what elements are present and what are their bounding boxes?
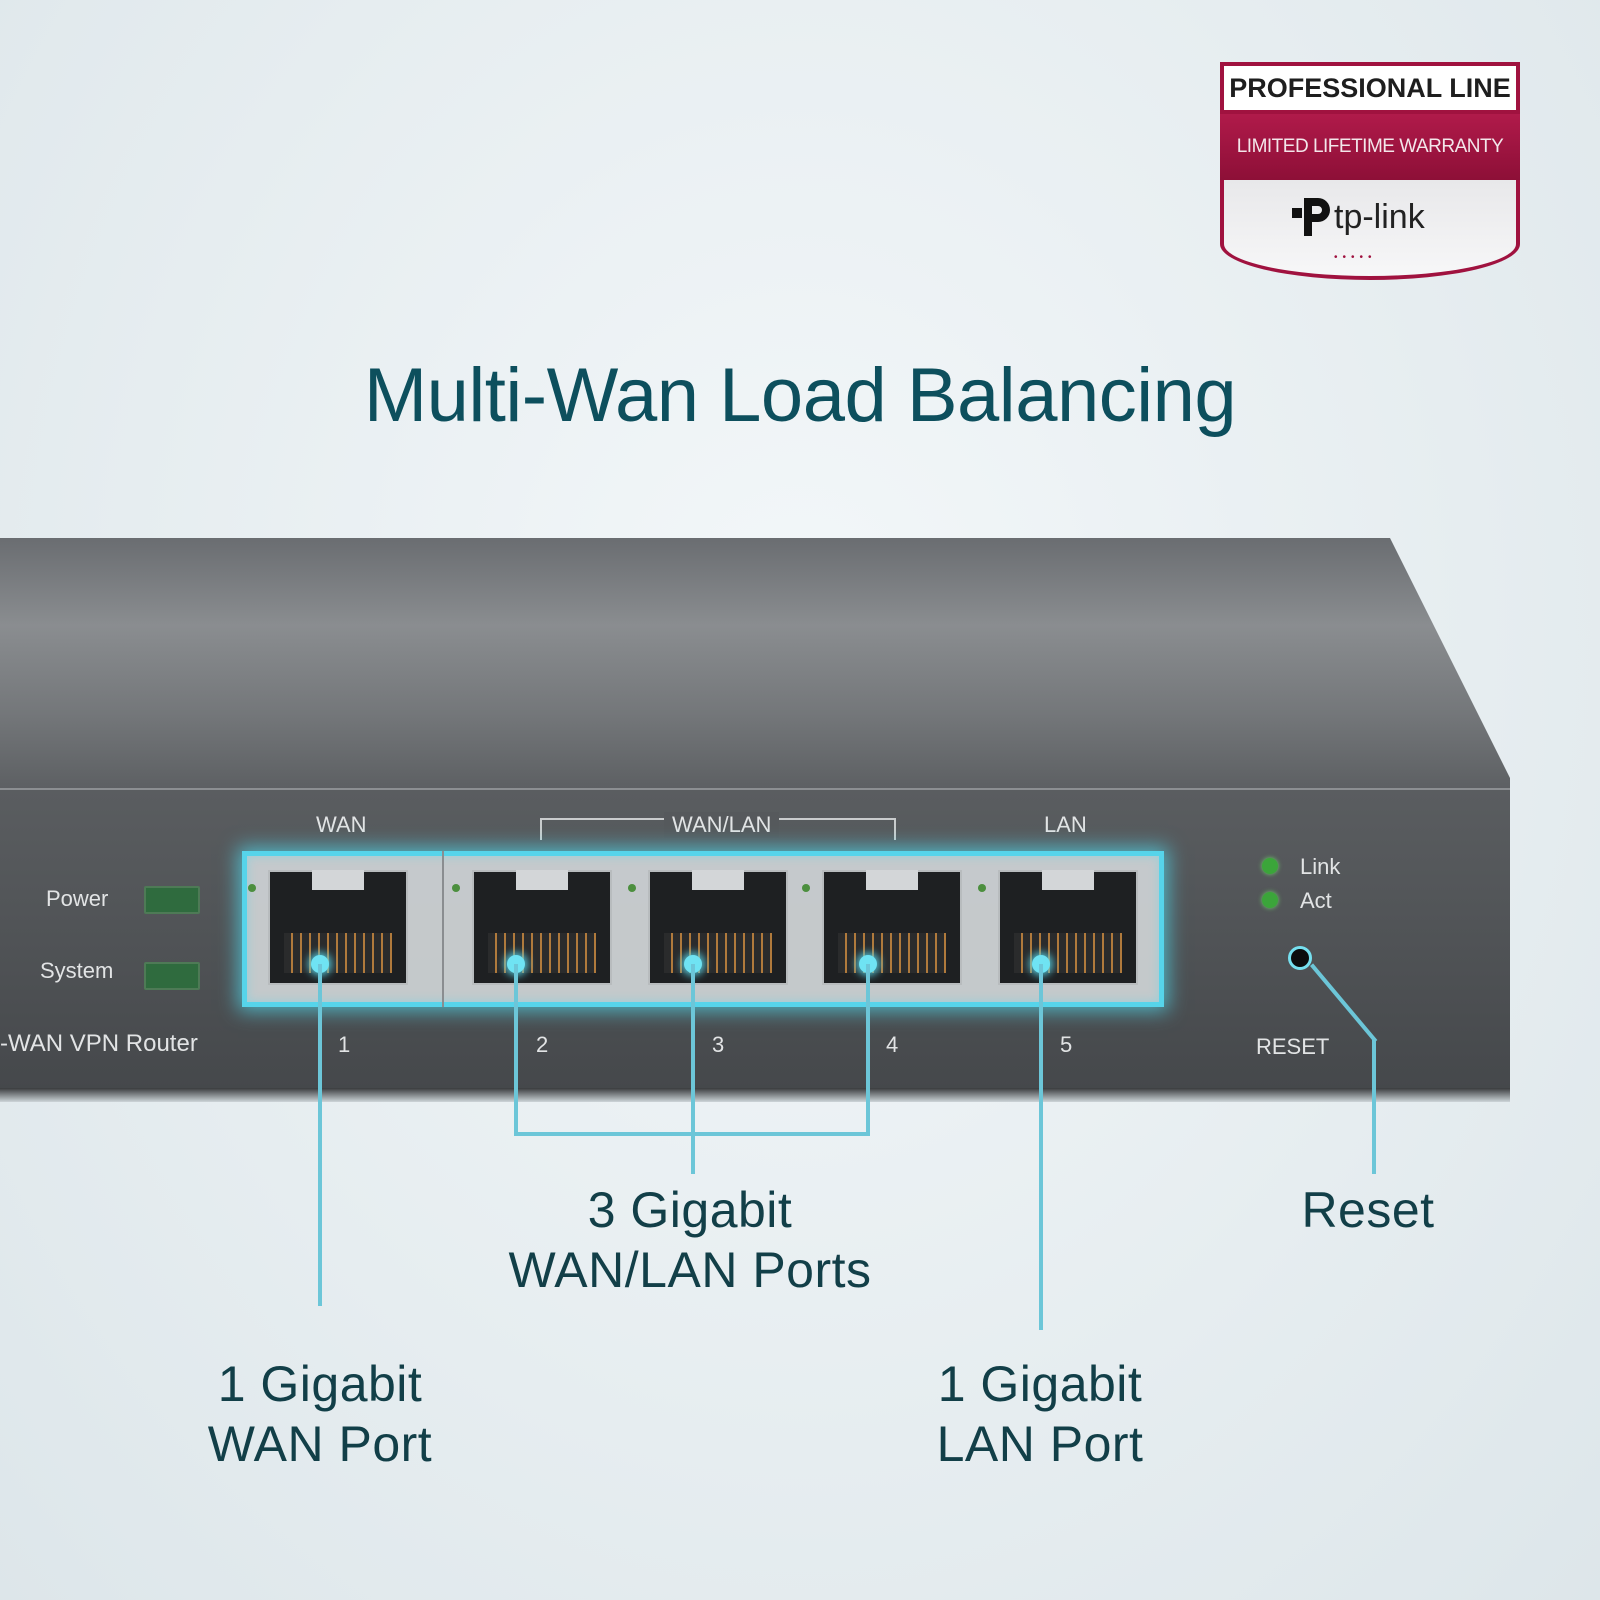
label-lan: LAN xyxy=(1044,812,1087,837)
port-number-2: 2 xyxy=(536,1032,549,1057)
router-shadow xyxy=(0,1088,1510,1102)
warranty-badge: PROFESSIONAL LINE LIMITED LIFETIME WARRA… xyxy=(1220,62,1520,287)
port-number-3: 3 xyxy=(712,1032,725,1057)
ethernet-port-4 xyxy=(802,870,962,985)
badge-brand-area: tp-link ••••• xyxy=(1220,180,1520,280)
callout-wanlan-line2: WAN/LAN Ports xyxy=(508,1242,872,1298)
callout-wan-line2: WAN Port xyxy=(207,1416,433,1472)
label-wanlan: WAN/LAN xyxy=(664,812,780,838)
power-led-icon xyxy=(144,886,200,914)
callout-line-wan xyxy=(318,964,322,1306)
port-number-5: 5 xyxy=(1060,1032,1073,1057)
callout-lan-line2: LAN Port xyxy=(936,1416,1144,1472)
ethernet-port-3 xyxy=(628,870,788,985)
page-title: Multi-Wan Load Balancing xyxy=(363,353,1237,438)
system-led-icon xyxy=(144,962,200,990)
label-act: Act xyxy=(1300,888,1332,913)
callout-reset: Reset xyxy=(1301,1182,1435,1238)
label-power: Power xyxy=(46,886,109,911)
link-led-icon xyxy=(1262,858,1278,874)
port-led-icon xyxy=(628,884,636,892)
label-wan: WAN xyxy=(316,812,367,837)
badge-brand-text: tp-link xyxy=(1334,198,1425,236)
callout-line-reset xyxy=(1372,1040,1376,1174)
ethernet-port-1 xyxy=(248,870,408,985)
callout-wan-port: 1 Gigabit WAN Port xyxy=(160,1354,480,1474)
badge-warranty: LIMITED LIFETIME WARRANTY xyxy=(1220,114,1520,180)
port-led-icon xyxy=(452,884,460,892)
port-led-icon xyxy=(248,884,256,892)
callout-line-port-3 xyxy=(691,964,695,1174)
reset-button[interactable] xyxy=(1288,946,1312,970)
callout-lan-port: 1 Gigabit LAN Port xyxy=(880,1354,1200,1474)
port-led-icon xyxy=(978,884,986,892)
model-text: -WAN VPN Router xyxy=(0,1030,198,1057)
port-number-1: 1 xyxy=(338,1032,351,1057)
callout-lan-line1: 1 Gigabit xyxy=(937,1356,1143,1412)
label-link: Link xyxy=(1300,854,1341,879)
port-number-4: 4 xyxy=(886,1032,899,1057)
router-top-surface xyxy=(0,538,1510,788)
label-reset: RESET xyxy=(1256,1034,1330,1059)
callout-line-port-4 xyxy=(866,964,870,1136)
callout-line-lan xyxy=(1039,964,1043,1330)
label-system: System xyxy=(40,958,114,983)
ethernet-port-5 xyxy=(978,870,1138,985)
badge-professional-line: PROFESSIONAL LINE xyxy=(1220,62,1520,114)
badge-dots: ••••• xyxy=(1334,252,1377,263)
callout-line-port-2 xyxy=(514,964,518,1136)
port-divider xyxy=(442,851,444,1007)
callout-wan-line1: 1 Gigabit xyxy=(217,1356,423,1412)
port-led-icon xyxy=(802,884,810,892)
callout-wanlan-ports: 3 Gigabit WAN/LAN Ports xyxy=(470,1180,910,1300)
callout-wanlan-line1: 3 Gigabit xyxy=(587,1182,793,1238)
tp-link-logo-icon xyxy=(1292,198,1330,236)
ethernet-port-2 xyxy=(452,870,612,985)
act-led-icon xyxy=(1262,892,1278,908)
